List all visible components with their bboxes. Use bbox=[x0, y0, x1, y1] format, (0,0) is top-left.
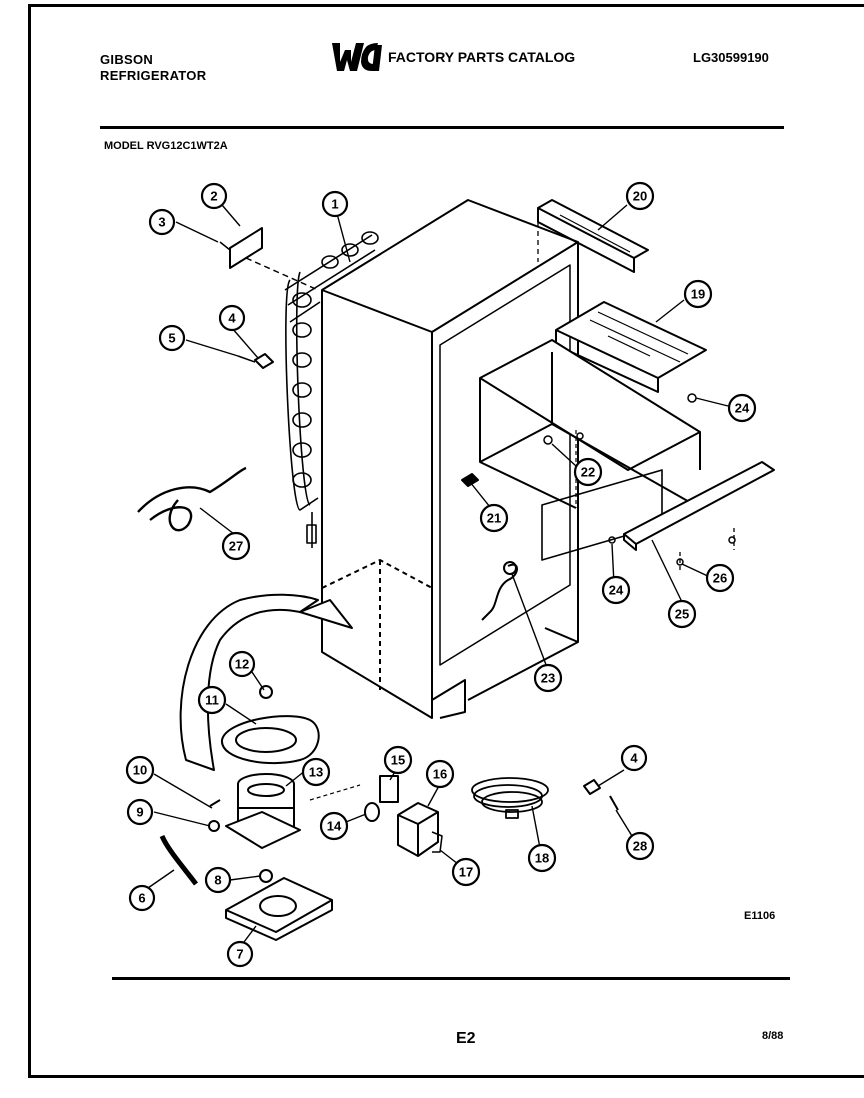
thermostat-part-21 bbox=[461, 473, 479, 487]
wire-harness bbox=[137, 466, 247, 532]
bar-part-6 bbox=[159, 834, 198, 886]
rail-part-25 bbox=[623, 461, 775, 545]
callout-4b: 4 bbox=[620, 744, 648, 772]
capacitor-part-16 bbox=[397, 802, 443, 857]
callout-9: 9 bbox=[126, 798, 154, 826]
channel-part-20 bbox=[537, 199, 649, 259]
cabinet-body bbox=[321, 199, 579, 719]
callout-8: 8 bbox=[204, 866, 232, 894]
compressor-mount-base bbox=[225, 877, 333, 941]
callout-28: 28 bbox=[625, 831, 655, 861]
part-callouts: 1 2 3 4 5 27 20 19 24 22 21 24 23 25 26 … bbox=[125, 181, 757, 968]
svg-text:5: 5 bbox=[168, 331, 175, 346]
callout-23: 23 bbox=[533, 663, 563, 693]
svg-text:4: 4 bbox=[228, 311, 236, 326]
svg-text:2: 2 bbox=[210, 189, 217, 204]
callout-25: 25 bbox=[667, 599, 697, 629]
svg-text:27: 27 bbox=[229, 539, 243, 554]
svg-text:13: 13 bbox=[309, 765, 323, 780]
callout-15: 15 bbox=[383, 745, 413, 775]
callout-26: 26 bbox=[705, 563, 735, 593]
svg-text:23: 23 bbox=[541, 671, 555, 686]
callout-24b: 24 bbox=[601, 575, 631, 605]
svg-text:10: 10 bbox=[133, 763, 147, 778]
callout-5: 5 bbox=[158, 324, 186, 352]
callout-22: 22 bbox=[573, 457, 603, 487]
callout-20: 20 bbox=[625, 181, 655, 211]
page-frame bbox=[28, 4, 864, 1078]
footer-rule bbox=[112, 977, 790, 980]
svg-text:1: 1 bbox=[331, 197, 338, 212]
svg-text:4: 4 bbox=[630, 751, 638, 766]
callout-2: 2 bbox=[200, 182, 228, 210]
callout-12: 12 bbox=[228, 650, 256, 678]
brand-name: GIBSON bbox=[100, 52, 154, 67]
catalog-title: FACTORY PARTS CATALOG bbox=[388, 49, 576, 65]
callout-21: 21 bbox=[479, 503, 509, 533]
print-date: 8/88 bbox=[762, 1030, 784, 1042]
svg-text:24: 24 bbox=[609, 583, 624, 598]
callout-4: 4 bbox=[218, 304, 246, 332]
brand-block: GIBSON REFRIGERATOR bbox=[100, 52, 206, 84]
catalog-code: LG30599190 bbox=[693, 50, 769, 65]
callout-10: 10 bbox=[125, 755, 155, 785]
suction-tube bbox=[179, 593, 319, 771]
svg-text:24: 24 bbox=[735, 401, 750, 416]
relay-part-15 bbox=[379, 775, 399, 803]
wci-logo bbox=[332, 43, 382, 71]
power-cord bbox=[471, 777, 549, 819]
svg-text:28: 28 bbox=[633, 839, 647, 854]
svg-text:9: 9 bbox=[136, 805, 143, 820]
svg-text:25: 25 bbox=[675, 607, 689, 622]
overload-part-14 bbox=[364, 802, 380, 822]
svg-text:8: 8 bbox=[214, 873, 221, 888]
svg-text:6: 6 bbox=[138, 891, 145, 906]
svg-text:18: 18 bbox=[535, 851, 549, 866]
callout-17: 17 bbox=[451, 857, 481, 887]
svg-text:19: 19 bbox=[691, 287, 705, 302]
callout-3: 3 bbox=[148, 208, 176, 236]
clip-part-4b bbox=[583, 779, 601, 795]
callout-7: 7 bbox=[226, 940, 254, 968]
callout-27: 27 bbox=[221, 531, 251, 561]
screws bbox=[543, 393, 736, 566]
condenser-coil bbox=[284, 231, 379, 548]
svg-text:17: 17 bbox=[459, 865, 473, 880]
svg-text:15: 15 bbox=[391, 753, 405, 768]
compressor-assembly bbox=[208, 685, 361, 883]
bracket-part-2 bbox=[229, 227, 263, 269]
evaporator-cover bbox=[555, 301, 707, 393]
callout-24a: 24 bbox=[727, 393, 757, 423]
svg-text:3: 3 bbox=[158, 215, 165, 230]
leader-lines bbox=[147, 197, 729, 943]
model-number: MODEL RVG12C1WT2A bbox=[104, 140, 228, 152]
direction-arrow bbox=[299, 599, 353, 629]
drain-trough bbox=[541, 469, 663, 561]
callout-6: 6 bbox=[128, 884, 156, 912]
callout-14: 14 bbox=[319, 811, 349, 841]
svg-text:12: 12 bbox=[235, 657, 249, 672]
figure-code: E1106 bbox=[744, 910, 776, 922]
svg-text:21: 21 bbox=[487, 511, 501, 526]
page-number: E2 bbox=[456, 1030, 476, 1047]
clip-part-4 bbox=[254, 353, 274, 369]
svg-text:22: 22 bbox=[581, 465, 595, 480]
svg-text:26: 26 bbox=[713, 571, 727, 586]
svg-text:14: 14 bbox=[327, 819, 342, 834]
svg-text:11: 11 bbox=[205, 693, 219, 708]
product-type: REFRIGERATOR bbox=[100, 68, 207, 83]
callout-1: 1 bbox=[321, 190, 349, 218]
callout-19: 19 bbox=[683, 279, 713, 309]
callout-13: 13 bbox=[301, 757, 331, 787]
svg-text:20: 20 bbox=[633, 189, 647, 204]
callout-16: 16 bbox=[425, 759, 455, 789]
svg-text:7: 7 bbox=[236, 947, 243, 962]
callout-11: 11 bbox=[197, 685, 227, 715]
header-rule bbox=[100, 126, 784, 129]
callout-18: 18 bbox=[527, 843, 557, 873]
svg-text:16: 16 bbox=[433, 767, 447, 782]
